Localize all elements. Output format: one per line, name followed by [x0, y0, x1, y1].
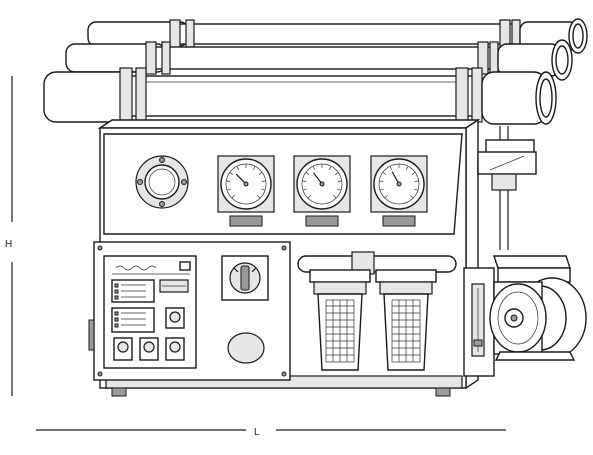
emergency-stop	[227, 332, 265, 364]
pump-assembly	[489, 255, 587, 361]
pressure-gauge	[217, 155, 275, 227]
pressure-gauge	[370, 155, 428, 227]
flowmeter	[463, 267, 495, 377]
pressure-gauge	[293, 155, 351, 227]
valve-assembly	[477, 126, 537, 250]
membrane-vessel-front	[43, 67, 557, 125]
membrane-vessel-middle	[65, 39, 573, 81]
gauge-nameplate	[305, 215, 339, 227]
filter-housing	[309, 269, 371, 371]
length-label: L	[252, 427, 262, 438]
gauge-nameplate	[382, 215, 416, 227]
filter-housing	[375, 269, 437, 371]
gauge-nameplate	[229, 215, 263, 227]
height-label: H	[5, 239, 13, 251]
sight-glass	[135, 155, 189, 209]
selector-switch	[221, 255, 269, 301]
controller-display	[103, 255, 197, 369]
